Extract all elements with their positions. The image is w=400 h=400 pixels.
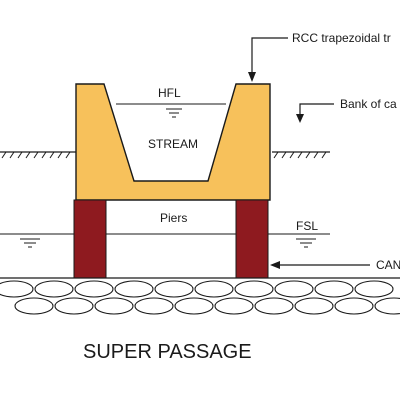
- hfl-label: HFL: [158, 86, 181, 100]
- fsl-label: FSL: [296, 219, 318, 233]
- fsl-line: [0, 233, 330, 248]
- rcc-trough-label: RCC trapezoidal tr: [292, 31, 391, 45]
- rcc-leader: [248, 37, 288, 82]
- stone-bed: [0, 280, 400, 315]
- bank-label: Bank of ca: [340, 97, 397, 111]
- rcc-trough: [75, 83, 271, 201]
- hfl-line: [116, 103, 226, 118]
- piers-label: Piers: [160, 211, 187, 225]
- diagram-title: SUPER PASSAGE: [83, 341, 252, 363]
- canal-leader: [270, 261, 370, 269]
- ground-right: [272, 151, 330, 159]
- ground-left: [0, 151, 76, 159]
- stream-label: STREAM: [148, 137, 198, 151]
- bank-leader: [296, 103, 334, 123]
- pier-right: [235, 199, 269, 279]
- canal-label: CAN: [376, 258, 400, 272]
- pier-left: [73, 199, 107, 279]
